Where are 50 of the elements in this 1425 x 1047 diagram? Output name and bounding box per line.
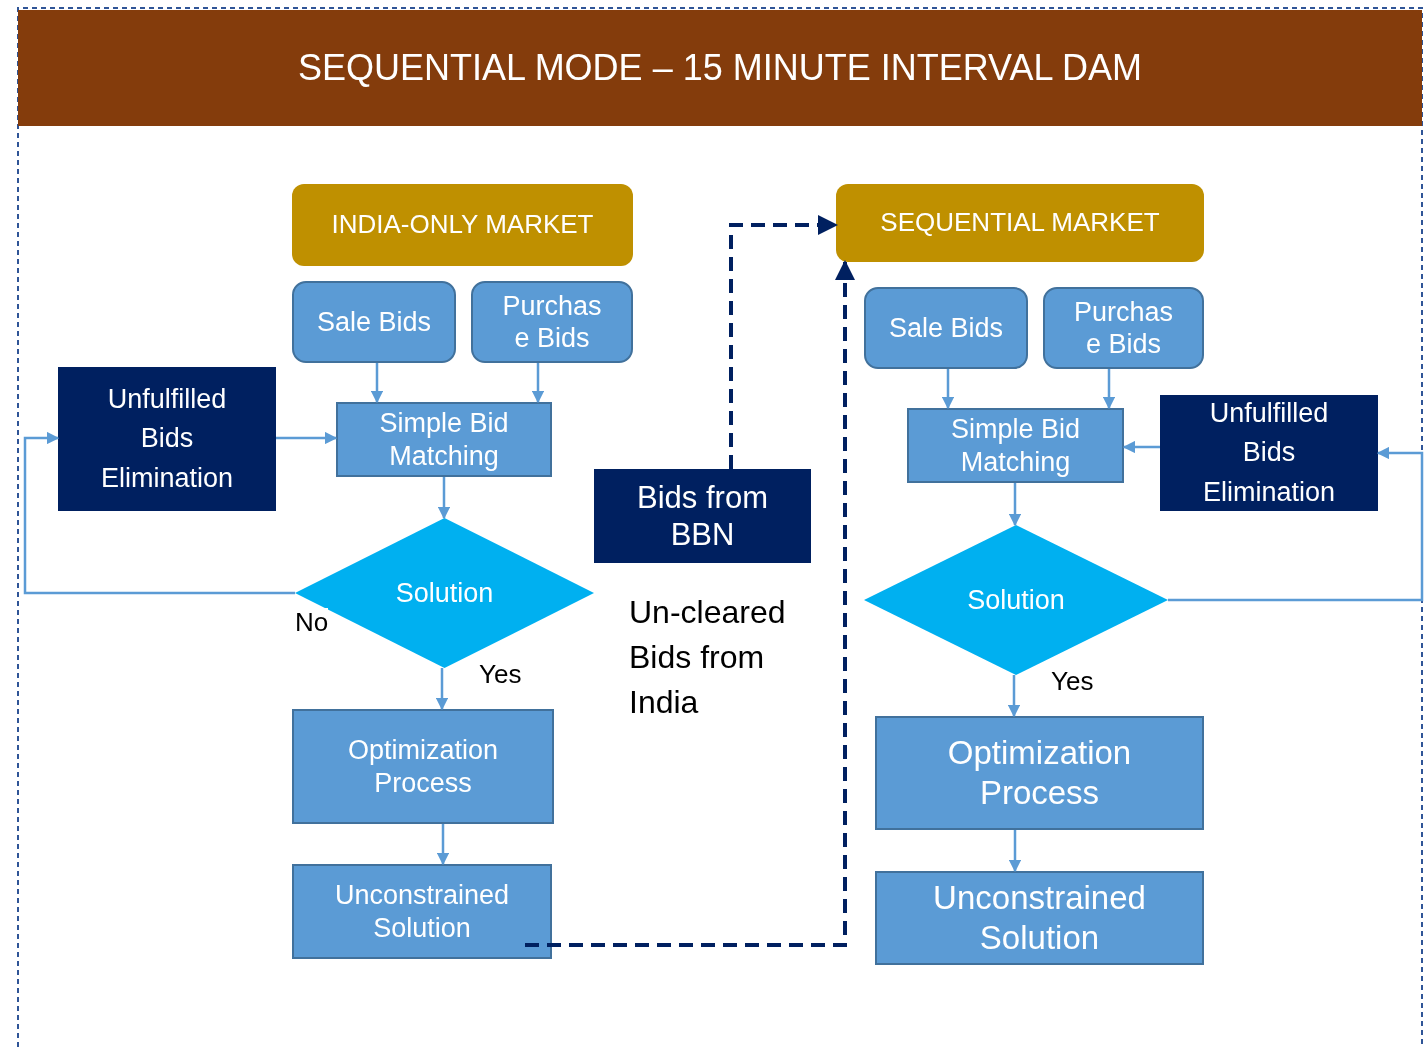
process-box <box>292 864 552 959</box>
box-label: Purchase Bids <box>1072 295 1175 361</box>
box-label: Unfulfilled Bids Elimination <box>99 383 235 495</box>
market-header <box>836 184 1204 262</box>
arrow <box>437 477 451 520</box>
box-label: Unfulfilled Bids Elimination <box>1201 397 1337 509</box>
decision-label: Solution <box>395 576 494 610</box>
process-box <box>875 716 1204 830</box>
note-text: Un-cleared Bids from India <box>629 593 787 722</box>
title: SEQUENTIAL MODE – 15 MINUTE INTERVAL DAM <box>297 47 1143 89</box>
box-label: Unconstrained Solution <box>932 878 1147 958</box>
arrow <box>370 363 384 404</box>
bids-box <box>471 281 633 363</box>
process-box <box>58 367 276 511</box>
arrow <box>276 431 338 445</box>
decision-label: Solution <box>967 583 1065 617</box>
process-box <box>292 709 554 824</box>
bids-box <box>292 281 456 363</box>
process-box <box>875 871 1204 965</box>
bids-box <box>1043 287 1204 369</box>
box-label: INDIA-ONLY MARKET <box>331 209 594 241</box>
box-label: Unconstrained Solution <box>333 879 511 944</box>
arrow <box>941 369 955 410</box>
process-box <box>336 402 552 477</box>
arrow <box>1122 440 1160 454</box>
box-label: SEQUENTIAL MARKET <box>880 207 1160 239</box>
process-box <box>1160 395 1378 511</box>
arrow <box>729 215 838 469</box>
arrow <box>1008 483 1022 527</box>
box-label: Optimization Process <box>946 733 1133 813</box>
process-box <box>907 408 1124 483</box>
bids-box <box>864 287 1028 369</box>
process-box <box>594 469 811 563</box>
arrow <box>23 431 295 595</box>
arrow <box>435 668 449 711</box>
arrow <box>1168 446 1424 602</box>
arrow <box>1007 675 1021 718</box>
box-label: Simple Bid Matching <box>378 407 510 472</box>
market-header <box>292 184 633 266</box>
arrow <box>1102 369 1116 410</box>
arrow <box>531 363 545 404</box>
box-label: Purchase Bids <box>501 289 603 355</box>
box-label: Sale Bids <box>316 305 432 339</box>
arrow <box>525 260 855 947</box>
arrow <box>1008 830 1022 873</box>
box-label: Bids from BBN <box>636 478 769 554</box>
box-label: Optimization Process <box>346 734 500 799</box>
arrow <box>436 824 450 866</box>
box-label: Sale Bids <box>888 311 1004 345</box>
box-label: Simple Bid Matching <box>949 413 1082 478</box>
